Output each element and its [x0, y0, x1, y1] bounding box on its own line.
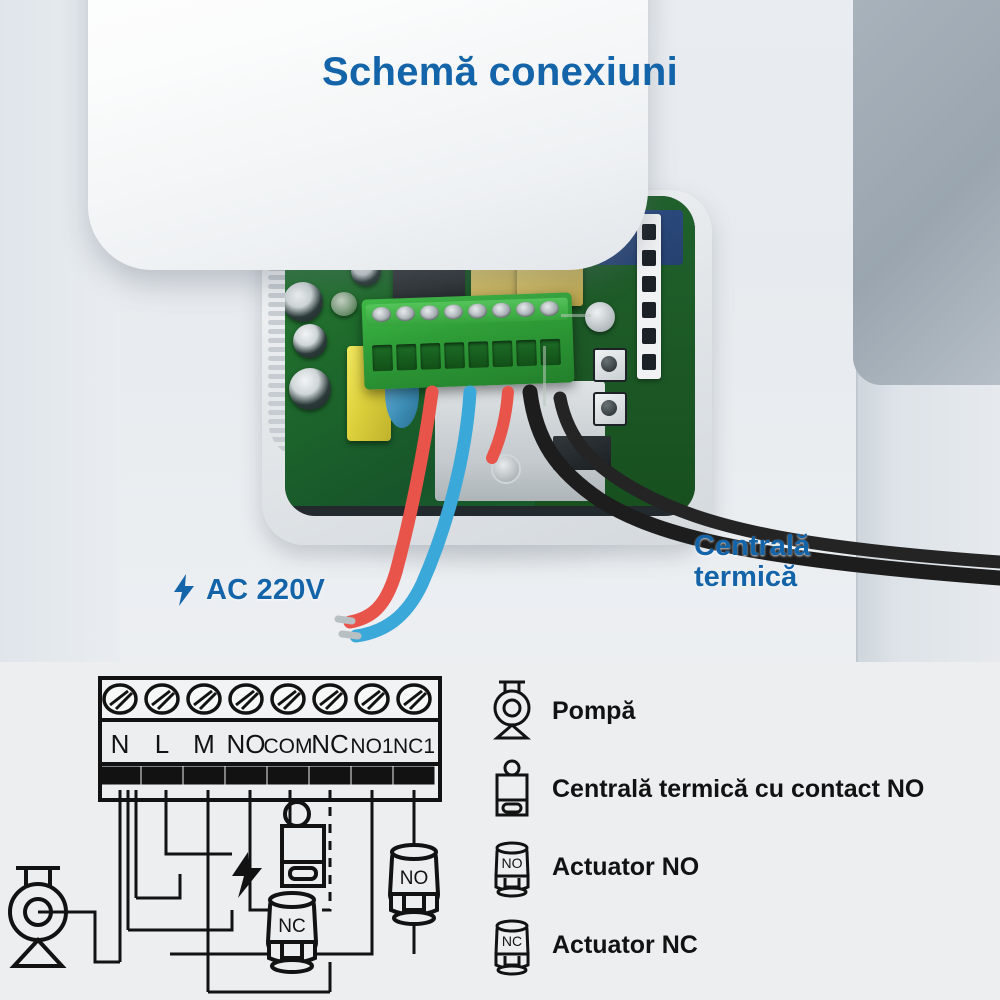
label-ac-power: AC 220V	[170, 573, 325, 607]
wire-nc-dashed	[312, 790, 332, 912]
gray-panel-block	[853, 0, 1000, 385]
label-boiler: Centrală termică	[694, 530, 811, 594]
wire-n-to-bolt	[128, 910, 234, 932]
screw-slot	[319, 689, 339, 707]
actuator-no-icon	[387, 843, 441, 926]
svg-text:NC: NC	[502, 933, 522, 949]
actuator-nc-icon: NC	[494, 919, 530, 976]
legend: Pompă Centrală termică cu contact NO	[484, 672, 1000, 984]
terminal-label-row	[98, 718, 442, 766]
wire-l	[164, 790, 232, 856]
legend-item-pump: Pompă	[484, 672, 1000, 750]
silkscreen	[561, 314, 591, 317]
wire-tip-red	[334, 615, 356, 625]
pump-icon	[492, 680, 532, 740]
wire-com	[248, 790, 282, 912]
terminal-label-m: M	[193, 729, 215, 759]
screw-slot	[408, 691, 428, 711]
wire-n-bolt-2	[136, 874, 182, 900]
actuator-no-badge: NO	[400, 868, 429, 889]
lightning-bolt-icon	[174, 574, 194, 606]
screw-post	[331, 292, 357, 316]
screw-slot	[156, 691, 176, 711]
wire-no1	[170, 790, 374, 956]
capacitor	[293, 324, 327, 358]
mounting-hole	[491, 454, 521, 484]
label-ac-power-text: AC 220V	[206, 573, 326, 606]
terminal-label-nc1: NC1	[393, 735, 435, 758]
silkscreen	[543, 346, 546, 406]
microcontroller-ic	[553, 436, 611, 470]
legend-label-boiler: Centrală termică cu contact NO	[552, 774, 925, 803]
legend-item-actuator-no: NO Actuator NO	[484, 828, 1000, 906]
screw-slot	[403, 689, 423, 707]
terminal-label-com: COM	[264, 735, 313, 758]
terminal-contact-pad	[225, 766, 267, 785]
legend-label-pump: Pompă	[552, 696, 636, 725]
terminal-contact-pad	[183, 766, 225, 785]
vent-slots	[637, 214, 661, 379]
boiler-icon	[495, 759, 529, 817]
screw-slot	[193, 689, 213, 707]
legend-label-actuator-nc: Actuator NC	[552, 930, 698, 959]
terminal-label-no: NO	[227, 729, 266, 759]
terminal-contact-pad	[267, 766, 309, 785]
screw-slot	[151, 689, 171, 707]
page-title: Schemă conexiuni	[321, 50, 679, 94]
terminal-screw-icons	[102, 683, 432, 715]
terminal-contact-pad	[351, 766, 393, 785]
label-boiler-line2: termică	[694, 561, 798, 594]
button-tact-1[interactable]	[593, 348, 627, 382]
actuator-nc-badge: NC	[278, 916, 305, 937]
wire-tip-blue	[338, 630, 362, 640]
screw-post	[585, 302, 615, 332]
capacitor	[285, 282, 323, 322]
screw-slot	[109, 689, 129, 707]
terminal-contact-pad	[99, 766, 141, 785]
product-photo: /*fins filled below*/	[0, 0, 1000, 662]
label-boiler-line1: Centrală	[694, 530, 811, 562]
terminal-contact-pad	[141, 766, 183, 785]
screw-slot	[366, 691, 386, 711]
screw-slot	[240, 691, 260, 711]
legend-item-actuator-nc: NC Actuator NC	[484, 906, 1000, 984]
lightning-bolt-icon	[232, 852, 262, 898]
screw-slot	[361, 689, 381, 707]
terminal-label-n: N	[111, 729, 130, 759]
terminal-label-l: L	[155, 729, 169, 759]
terminal-contact-pad	[393, 766, 435, 785]
thermostat-front-cover	[88, 0, 648, 270]
terminal-label-nc: NC	[311, 729, 349, 759]
screw-slot	[324, 691, 344, 711]
boiler-icon	[280, 800, 326, 888]
capacitor	[289, 368, 331, 410]
actuator-no-icon: NO	[494, 841, 530, 898]
legend-item-boiler: Centrală termică cu contact NO	[484, 750, 1000, 828]
actuator-nc-icon	[265, 891, 319, 974]
screw-slot	[282, 691, 302, 711]
screw-slot	[198, 691, 218, 711]
screw-slot	[114, 691, 134, 711]
svg-text:NO: NO	[502, 855, 523, 871]
terminal-contact-pad	[309, 766, 351, 785]
legend-label-actuator-no: Actuator NO	[552, 852, 700, 881]
pump-icon	[8, 866, 68, 968]
screw-slot	[277, 689, 297, 707]
screw-slot	[235, 689, 255, 707]
terminal-label-no1: NO1	[350, 735, 393, 758]
terminal-contact-pads	[99, 766, 435, 785]
button-tact-2[interactable]	[593, 392, 627, 426]
